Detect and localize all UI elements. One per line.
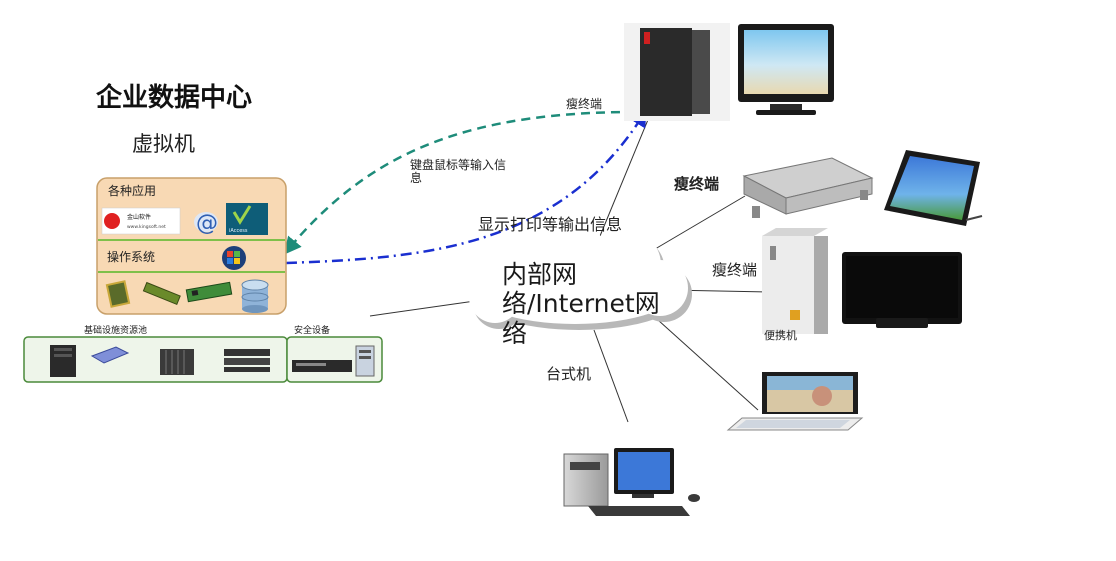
kingsoft-url: www.kingsoft.net <box>127 224 166 230</box>
kingsoft-logo: 金山软件 www.kingsoft.net <box>101 207 181 235</box>
iaccess-text: iAccess <box>229 228 248 234</box>
link-cloud-thinclient-1 <box>599 109 653 237</box>
infra-pool-label: 基础设施资源池 <box>84 326 148 336</box>
keyboard-input-label: 键盘鼠标等输入信息 <box>410 158 507 186</box>
security-device-group <box>286 336 383 383</box>
email-at-icon: @ <box>194 211 218 236</box>
thin-client-tower-1 <box>624 23 730 121</box>
infrastructure-pool <box>23 336 288 383</box>
expansion-card-icon <box>185 281 233 303</box>
blade-server-icon <box>160 349 194 375</box>
link-cloud-desktop <box>593 329 629 423</box>
firewall-appliance-icon <box>292 345 375 377</box>
network-switch-icon <box>90 346 130 364</box>
security-label: 安全设备 <box>294 326 331 336</box>
thin-client-label-1: 瘦终端 <box>566 97 603 111</box>
rack-server-icon <box>224 349 270 372</box>
tablet-monitor <box>884 150 983 226</box>
lcd-monitor-1 <box>738 24 834 115</box>
link-cloud-laptop <box>657 319 759 411</box>
windows-logo-icon <box>222 246 246 270</box>
thin-client-label-2: 瘦终端 <box>674 175 720 193</box>
widescreen-monitor <box>842 252 962 328</box>
thin-client-label-3: 瘦终端 <box>712 261 758 279</box>
memory-module-icon <box>142 281 181 306</box>
network-cloud-label: 内部网络/Internet网络 <box>502 260 660 348</box>
thin-client-tower-3 <box>762 228 828 334</box>
storage-disk-icon <box>241 279 269 313</box>
input-flow-arrow <box>283 110 651 255</box>
link-datacenter-cloud <box>369 299 483 317</box>
desktop-label: 台式机 <box>546 365 592 383</box>
vm-label: 虚拟机 <box>132 132 195 156</box>
os-label: 操作系统 <box>107 250 156 264</box>
iaccess-logo: iAccess <box>226 203 268 235</box>
link-cloud-thinclient-2 <box>649 195 746 253</box>
laptop-label: 便携机 <box>764 329 797 342</box>
output-flow-arrow <box>285 109 647 265</box>
laptop-computer <box>726 372 864 431</box>
display-output-label: 显示打印等输出信息 <box>478 215 623 234</box>
server-cabinet-icon <box>50 345 76 377</box>
svg-text:@: @ <box>196 211 218 236</box>
kingsoft-text: 金山软件 <box>127 213 151 221</box>
desktop-computer <box>563 448 700 516</box>
datacenter-panel: 金山软件 www.kingsoft.net @ iAccess <box>96 177 287 315</box>
page-title: 企业数据中心 <box>96 83 253 113</box>
apps-label: 各种应用 <box>108 184 157 198</box>
network-cloud <box>467 222 692 330</box>
thin-client-box-2 <box>742 157 874 218</box>
cpu-chip-icon <box>105 280 131 308</box>
